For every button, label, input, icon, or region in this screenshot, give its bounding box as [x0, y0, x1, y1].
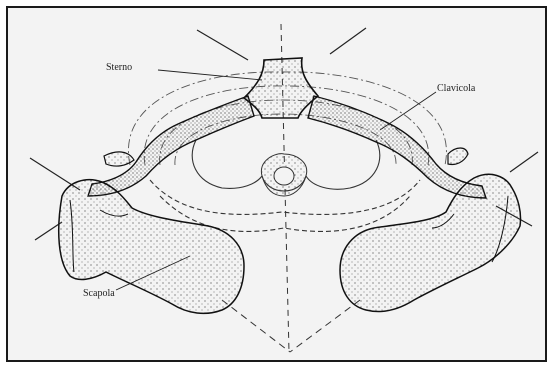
converging-lines — [222, 300, 360, 352]
sterno-leader — [158, 70, 262, 80]
label-sterno: Sterno — [106, 62, 132, 73]
label-clavicola: Clavicola — [437, 83, 476, 94]
sternum — [244, 58, 318, 118]
guide-line-top-left — [197, 30, 248, 60]
label-scapola: Scapola — [83, 288, 115, 299]
right-clavicle — [308, 96, 486, 198]
guide-line-left-lower — [35, 222, 62, 240]
right-scapula — [340, 174, 521, 311]
guide-line-top-right — [330, 28, 366, 54]
guide-line-right-upper — [510, 152, 538, 172]
right-rib-stub — [448, 148, 468, 165]
vertebra — [261, 154, 306, 196]
